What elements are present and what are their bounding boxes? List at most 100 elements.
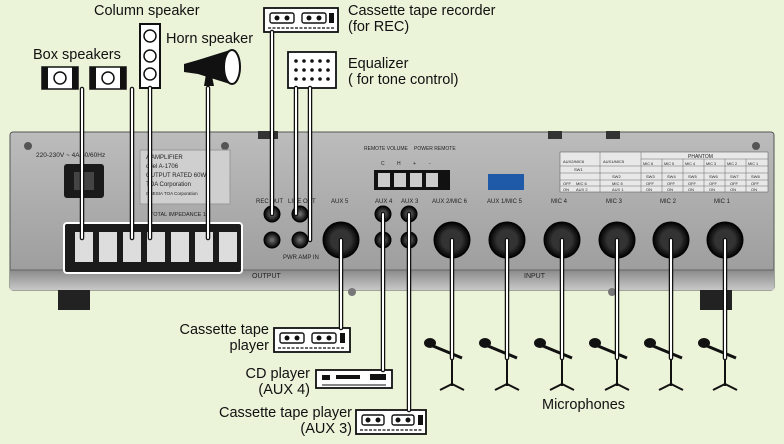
phantom-head-mic2: MIC 2 — [727, 162, 737, 166]
horn-speaker-icon — [184, 49, 241, 86]
sw-row2-cell2: SW3 — [646, 174, 655, 179]
phantom-head-mic1: MIC 1 — [748, 162, 758, 166]
microphone-icon — [534, 338, 575, 391]
output-label: OUTPUT — [252, 273, 282, 280]
box-speaker-icon-right — [89, 66, 127, 90]
model-line-2: odel A-1706 — [146, 164, 179, 170]
label-equalizer-2: ( for tone control) — [348, 72, 459, 88]
terminal-h: H — [397, 161, 401, 167]
sw-on-row-c7: ON — [730, 187, 736, 192]
microphone-icon — [479, 338, 520, 391]
sw-table — [559, 151, 769, 193]
model-line-3: OUTPUT RATED 60W — [146, 173, 206, 179]
sw-row2-cell5: SW6 — [709, 174, 718, 179]
column-speaker-icon — [139, 23, 161, 89]
sw-off-row-c1: MIC 6 — [576, 181, 587, 186]
phantom-label: PHANTOM — [688, 154, 713, 160]
line-out-label: LINE OUT — [288, 199, 316, 205]
sw-off-row-c2: MIC 5 — [612, 181, 623, 186]
input-label: INPUT — [524, 273, 546, 280]
sw-col-head-2: AUX1/MIC5 — [603, 159, 625, 164]
microphone-icon — [644, 338, 684, 391]
rec-out-label: REC OUT — [256, 199, 283, 205]
label-column-speaker: Column speaker — [94, 3, 200, 19]
jack-label-mic4: MIC 4 — [551, 199, 568, 205]
cd-player-icon — [315, 369, 393, 389]
label-cd-player-1: CD player — [245, 366, 310, 382]
amplifier-rear-panel — [9, 131, 775, 310]
sw-on-row-c3: ON — [646, 187, 652, 192]
sw-on-row-c6: ON — [709, 187, 715, 192]
jack-label-mic2: MIC 2 — [660, 199, 677, 205]
label-horn-speaker: Horn speaker — [166, 31, 254, 47]
label-equalizer-1: Equalizer — [348, 56, 409, 72]
sw-row2-cell6: SW7 — [730, 174, 739, 179]
total-impedance: TOTAL IMPEDANCE 1.1 — [150, 212, 210, 218]
label-cassette-rec-1: Cassette tape recorder — [348, 3, 496, 19]
power-remote-label: POWER REMOTE — [414, 146, 456, 152]
jack-label-aux3: AUX 3 — [401, 199, 419, 205]
sw-row2-cell3: SW4 — [667, 174, 676, 179]
jack-label-aux2-mic6: AUX 2/MIC 6 — [432, 199, 468, 205]
pwr-amp-in-label: PWR AMP IN — [283, 255, 319, 261]
remote-volume-label: REMOTE VOLUME — [364, 146, 409, 152]
model-line-1: A AMPLIFIER — [146, 155, 183, 161]
connection-cables — [79, 29, 728, 413]
sw-off-row-c3: OFF — [646, 181, 655, 186]
sw-off-row-c7: OFF — [730, 181, 739, 186]
microphone-icon — [698, 338, 738, 391]
sw-on-row-c0: ON — [563, 187, 569, 192]
label-cassette-aux3-1: Cassette tape player — [219, 405, 352, 421]
phantom-head-mic5: MIC 5 — [664, 162, 674, 166]
jack-label-mic1: MIC 1 — [714, 199, 731, 205]
sw-on-row-c2: AUX 1 — [612, 187, 624, 192]
terminal-minus: - — [429, 161, 431, 167]
cassette-player-icon — [273, 327, 351, 353]
sw-off-row-c8: OFF — [751, 181, 760, 186]
label-microphones: Microphones — [542, 397, 626, 413]
sw-col-head-1: AUX2/MIC6 — [563, 159, 585, 164]
sw-row2-cell4: SW5 — [688, 174, 697, 179]
microphone-icons — [424, 338, 738, 391]
sw-on-row-c5: ON — [688, 187, 694, 192]
box-speaker-icon-left — [41, 66, 79, 90]
sw-on-row-c1: AUX 2 — [576, 187, 588, 192]
terminal-plus: + — [413, 161, 416, 167]
sw-row1-cell1: SW1 — [574, 167, 583, 172]
cassette-aux3-icon — [355, 409, 427, 435]
jack-label-mic3: MIC 3 — [606, 199, 623, 205]
sw-off-row-c6: OFF — [709, 181, 718, 186]
model-line-4: TOA Corporation — [146, 182, 191, 188]
sw-off-row-c5: OFF — [688, 181, 697, 186]
jack-label-aux4: AUX 4 — [375, 199, 393, 205]
sw-on-row-c8: ON — [751, 187, 757, 192]
microphone-icon — [589, 338, 630, 391]
label-cassette-aux3-2: (AUX 3) — [300, 421, 352, 437]
sw-row2-cell1: SW2 — [612, 174, 621, 179]
model-line-5: ONESIA TOA Corporation — [146, 191, 198, 196]
terminal-c: C — [381, 161, 385, 167]
power-rating: 220-230V ~ 4A 50/60Hz — [36, 152, 105, 159]
foot-left — [58, 290, 90, 310]
phantom-head-mic6: MIC 6 — [643, 162, 653, 166]
sw-on-row-c4: ON — [667, 187, 673, 192]
equalizer-icon — [287, 51, 337, 89]
phantom-head-mic3: MIC 3 — [706, 162, 716, 166]
label-cassette-player-2: player — [229, 338, 270, 354]
phantom-head-mic4: MIC 4 — [685, 162, 695, 166]
cassette-recorder-icon — [263, 7, 339, 33]
label-cassette-rec-2: (for REC) — [348, 19, 410, 35]
jack-label-aux5: AUX 5 — [331, 199, 349, 205]
jack-label-aux1-mic5: AUX 1/MIC 5 — [487, 199, 523, 205]
microphone-icon — [424, 338, 465, 391]
label-cd-player-2: (AUX 4) — [258, 382, 310, 398]
label-cassette-player-1: Cassette tape — [179, 322, 269, 338]
sw-off-row-c0: OFF — [563, 181, 572, 186]
dip-switch — [488, 174, 524, 190]
sw-off-row-c4: OFF — [667, 181, 676, 186]
sw-row2-cell7: SW8 — [751, 174, 760, 179]
speaker-terminals — [75, 232, 237, 262]
label-box-speakers: Box speakers — [33, 47, 121, 63]
